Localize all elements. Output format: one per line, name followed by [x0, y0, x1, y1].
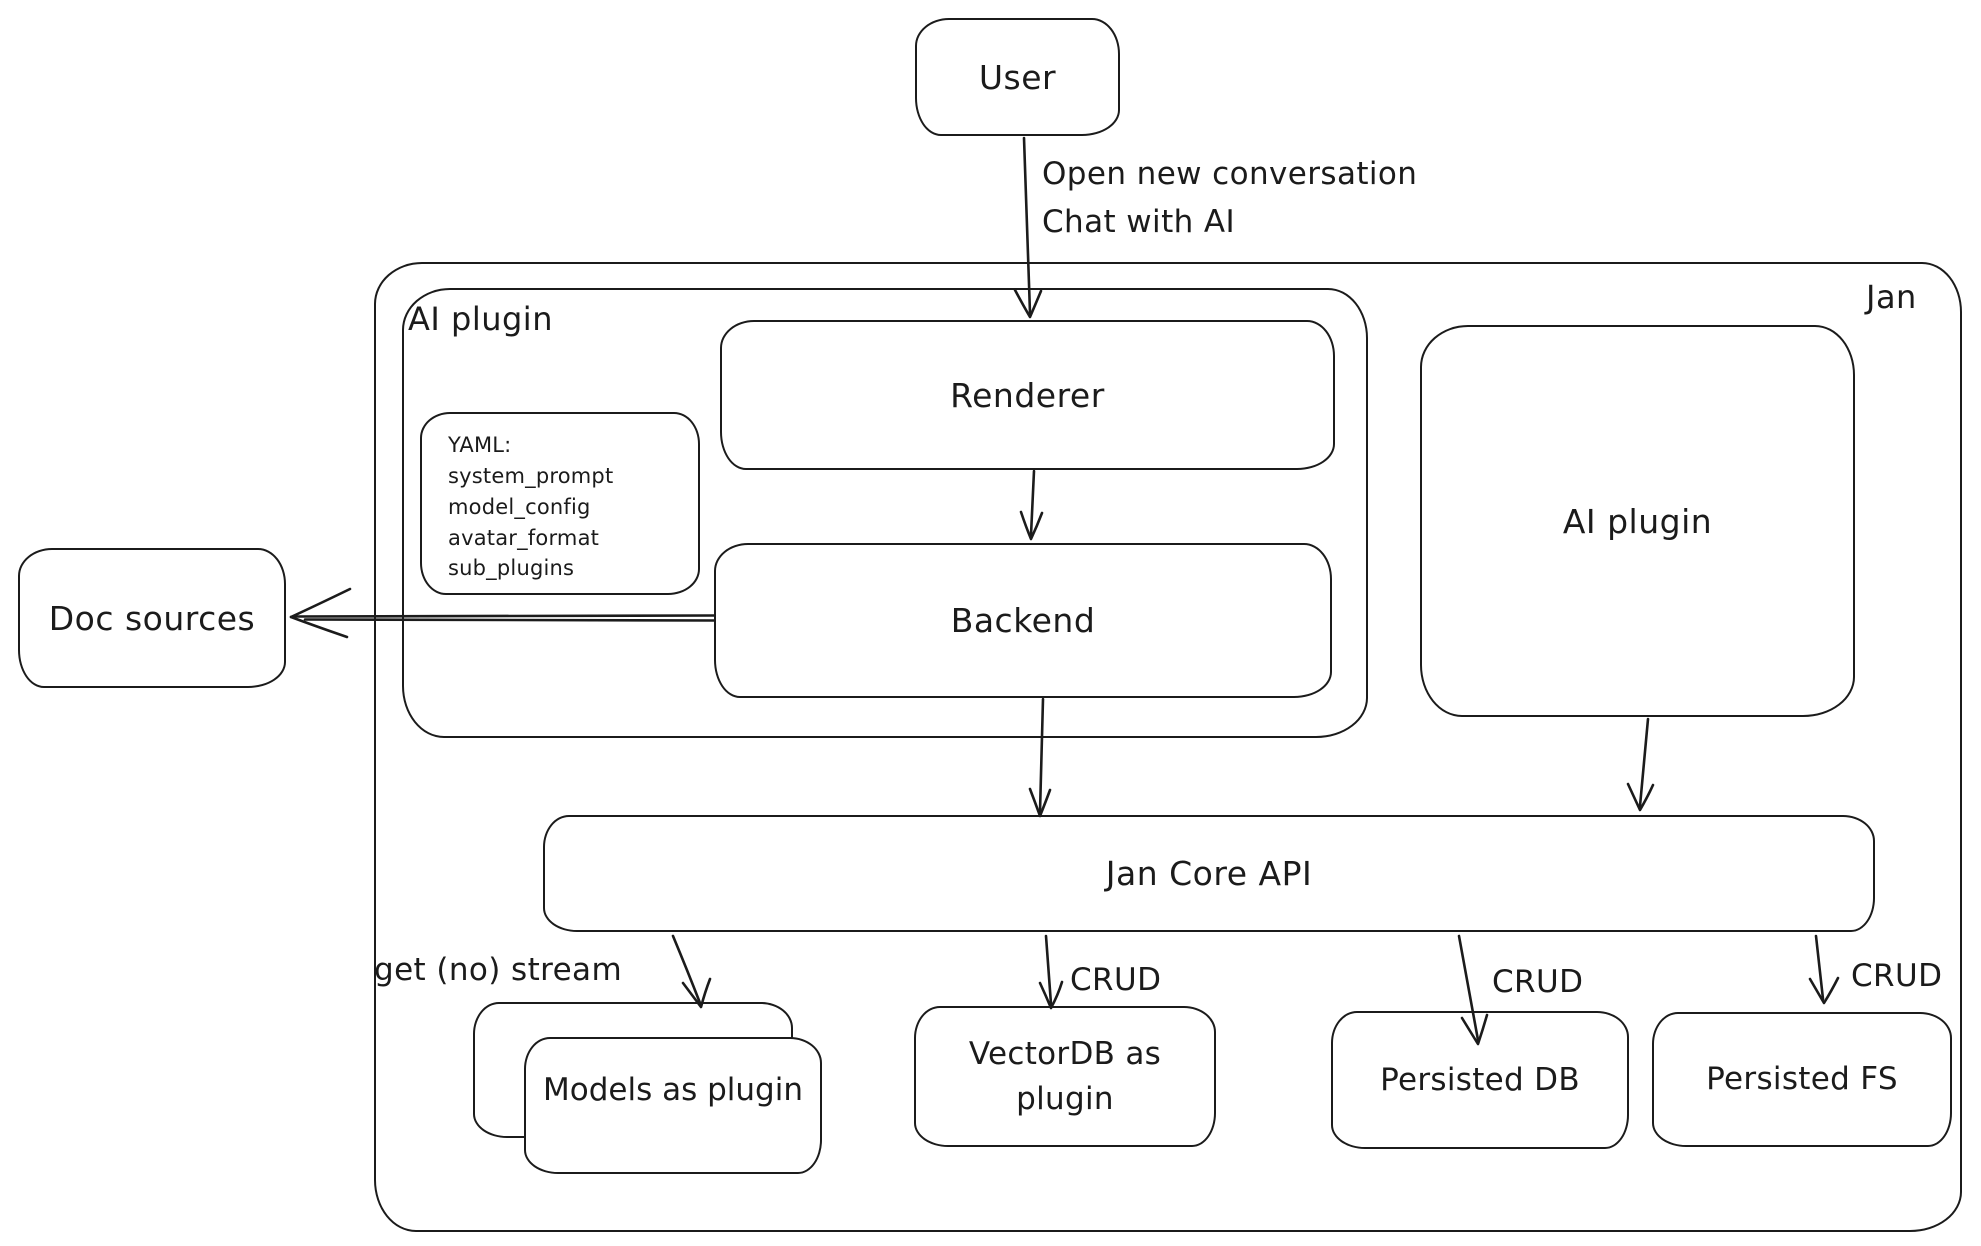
yaml-note-line-model-config: model_config — [448, 494, 591, 519]
jan-container-label: Jan — [1866, 278, 1917, 316]
jan-core-api-node-label: Jan Core API — [1105, 854, 1313, 893]
yaml-note-line-system-prompt: system_prompt — [448, 463, 614, 488]
persisted-fs-node: Persisted FS — [1652, 1012, 1952, 1147]
ai-plugin-container-label: AI plugin — [408, 300, 553, 338]
vectordb-as-plugin-node: VectorDB as plugin — [914, 1006, 1216, 1147]
crud-vectordb-edge-label: CRUD — [1070, 962, 1162, 998]
renderer-node: Renderer — [720, 320, 1335, 470]
yaml-note-line-avatar-format: avatar_format — [448, 525, 600, 550]
user-flow-edge-label-line2: Chat with AI — [1042, 204, 1236, 241]
backend-node: Backend — [714, 543, 1332, 698]
crud-persisted-db-edge-label: CRUD — [1492, 964, 1584, 1000]
persisted-db-label: Persisted DB — [1380, 1061, 1580, 1098]
ai-plugin-right-node: AI plugin — [1420, 325, 1855, 717]
renderer-node-label: Renderer — [950, 375, 1105, 415]
jan-core-api-node: Jan Core API — [543, 815, 1875, 932]
doc-sources-node-label: Doc sources — [48, 598, 256, 638]
ai-plugin-container — [402, 288, 1368, 738]
user-node-label: User — [978, 57, 1057, 97]
persisted-db-node: Persisted DB — [1331, 1011, 1629, 1149]
user-flow-edge-label: Open new conversation Chat with AI — [1042, 150, 1417, 246]
models-as-plugin-label: Models as plugin — [543, 1072, 803, 1109]
models-as-plugin-node — [524, 1037, 822, 1174]
user-node: User — [915, 18, 1120, 136]
yaml-note-title: YAML: — [448, 433, 512, 457]
ai-plugin-right-node-label: AI plugin — [1562, 501, 1713, 541]
jan-container — [374, 262, 1962, 1232]
yaml-note: YAML: system_prompt model_config avatar_… — [420, 412, 700, 595]
doc-sources-node: Doc sources — [18, 548, 286, 688]
vectordb-as-plugin-label: VectorDB as plugin — [968, 1035, 1162, 1117]
get-stream-edge-label: get (no) stream — [374, 952, 623, 988]
yaml-note-line-sub-plugins: sub_plugins — [448, 556, 575, 581]
persisted-fs-label: Persisted FS — [1706, 1061, 1898, 1098]
user-flow-edge-label-line1: Open new conversation — [1042, 156, 1418, 192]
crud-persisted-fs-edge-label: CRUD — [1851, 958, 1943, 994]
backend-node-label: Backend — [950, 601, 1096, 640]
